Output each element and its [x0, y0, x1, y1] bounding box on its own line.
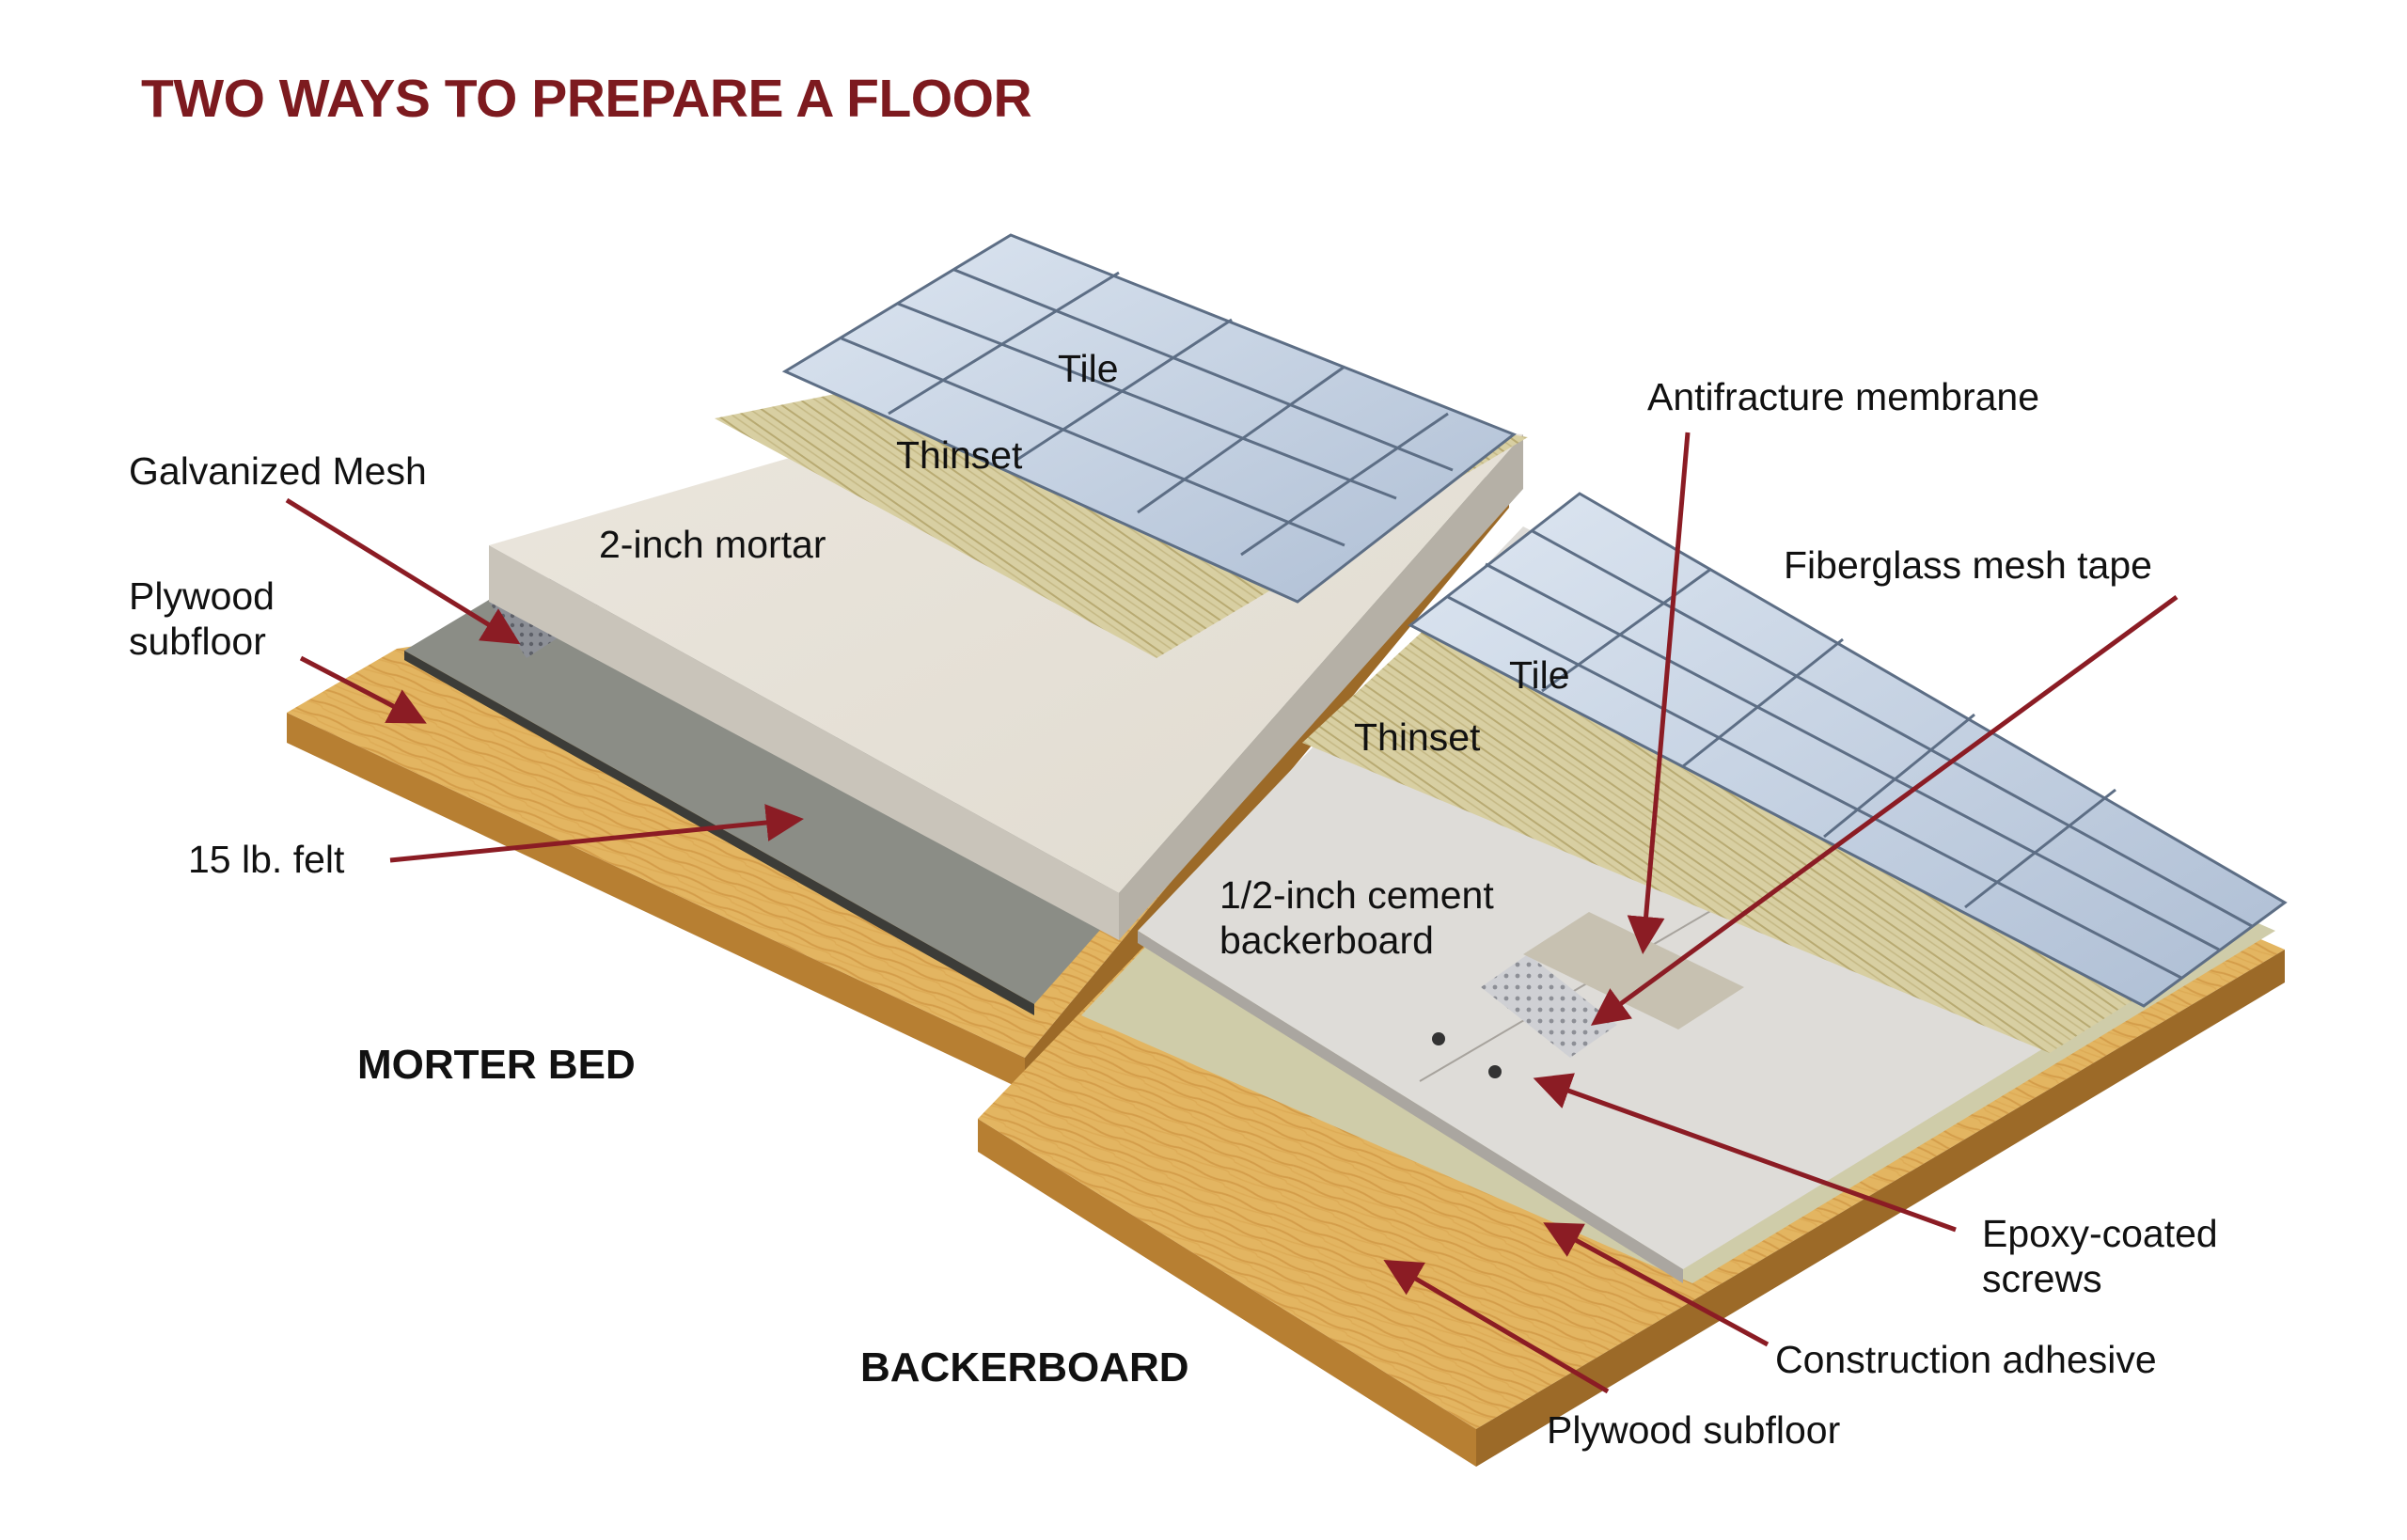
label-epoxy-2: screws [1982, 1257, 2102, 1300]
arrow-adhesive [1543, 1222, 1770, 1347]
label-adhesive: Construction adhesive [1775, 1338, 2157, 1381]
label-epoxy-1: Epoxy-coated [1982, 1212, 2218, 1255]
label-tile-left: Tile [1058, 347, 1119, 390]
screw [1488, 1065, 1502, 1078]
tile-grid-left [781, 233, 1517, 604]
mortar-side [489, 545, 1119, 940]
arrow-plywood-right [1383, 1259, 1610, 1394]
label-felt: 15 lb. felt [188, 838, 345, 881]
fiberglass-mesh-tape [1481, 954, 1617, 1058]
label-thinset-left: Thinset [896, 433, 1023, 477]
arrow-antifracture [1627, 432, 1691, 954]
arrow-galvanized-mesh [285, 497, 521, 645]
section-backerboard: BACKERBOARD [860, 1344, 1189, 1391]
label-plywood-right: Plywood subfloor [1547, 1408, 1841, 1452]
screw [1432, 1032, 1445, 1045]
label-galvanized-mesh: Galvanized Mesh [129, 449, 427, 493]
label-antifracture: Antifracture membrane [1647, 375, 2040, 418]
label-plywood-left-2: subfloor [129, 620, 266, 663]
plywood-edge-left [287, 713, 1025, 1091]
label-mortar: 2-inch mortar [599, 523, 826, 566]
arrow-plywood-left [299, 655, 427, 724]
label-backerboard-2: backerboard [1219, 919, 1434, 962]
label-thinset-right: Thinset [1354, 715, 1481, 759]
arrow-felt [389, 804, 804, 863]
label-tile-right: Tile [1509, 653, 1570, 697]
label-fiberglass-tape: Fiberglass mesh tape [1784, 543, 2152, 587]
arrow-fiberglass-tape [1590, 594, 2179, 1026]
tile-grid-right [1408, 492, 2288, 1008]
page-title: TWO WAYS TO PREPARE A FLOOR [141, 69, 1032, 129]
section-mortar-bed: MORTER BED [357, 1042, 636, 1088]
callout-arrows [285, 432, 2179, 1394]
label-backerboard-1: 1/2-inch cement [1219, 873, 1494, 917]
antifracture-membrane [1523, 912, 1744, 1029]
label-plywood-left-1: Plywood [129, 574, 275, 618]
arrow-epoxy-screws [1533, 1073, 1957, 1233]
